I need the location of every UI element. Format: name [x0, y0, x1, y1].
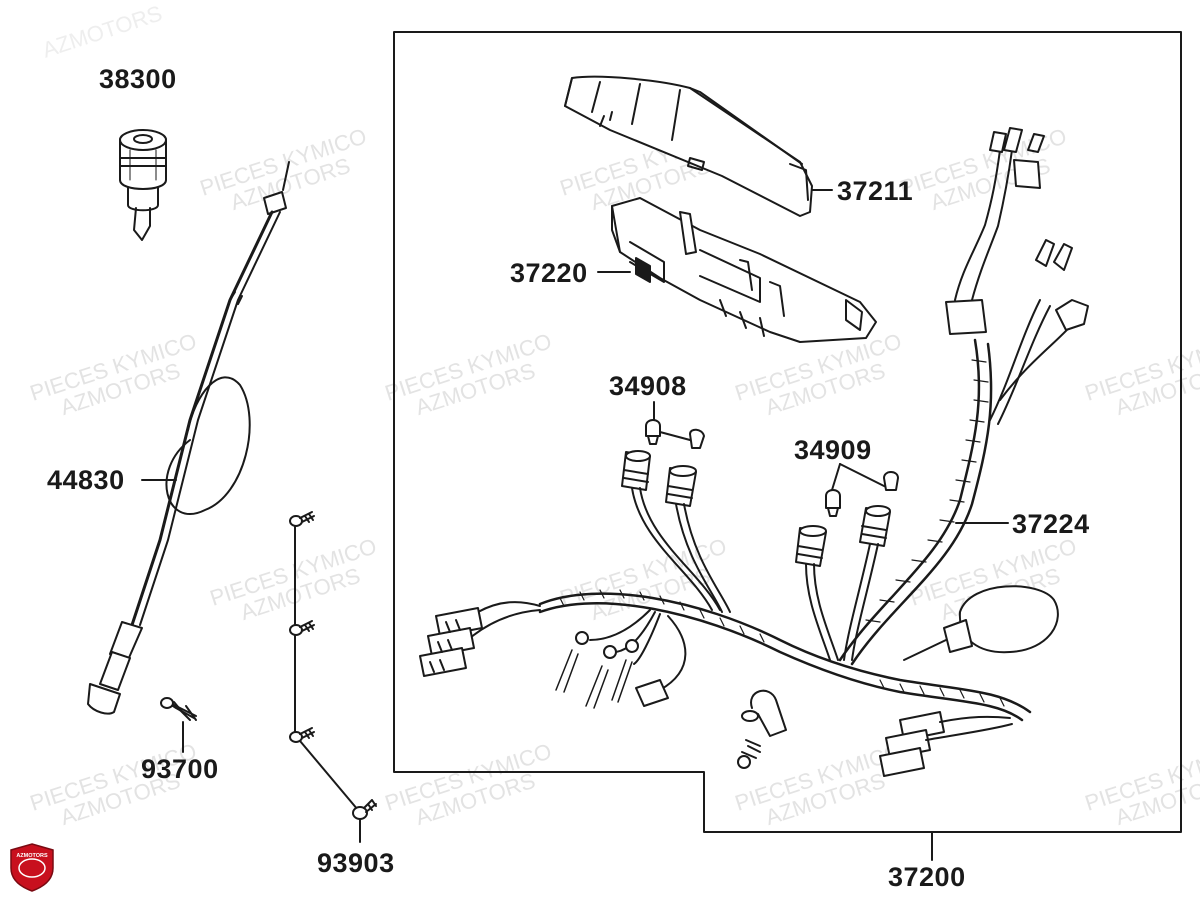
part-label-93700: 93700 [141, 754, 219, 784]
bulb-34908-drawing [645, 403, 705, 449]
part-label-93903: 93903 [317, 848, 395, 878]
part-label-34908: 34908 [609, 371, 687, 401]
meter-body-drawing [597, 197, 877, 343]
part-label-37211: 37211 [837, 176, 914, 206]
brand-logo: AZMOTORS [10, 843, 54, 892]
part-label-44830: 44830 [47, 465, 125, 495]
part-label-37224: 37224 [1012, 509, 1090, 539]
ignition-switch-drawing [119, 129, 167, 241]
assembly-boundary [393, 31, 1182, 833]
bulb-34909-drawing [825, 463, 899, 517]
part-label-37220: 37220 [510, 258, 588, 288]
wire-harness-drawing [419, 127, 1089, 777]
part-label-34909: 34909 [794, 435, 872, 465]
screw-93700-drawing [160, 697, 197, 753]
part-label-38300: 38300 [99, 64, 177, 94]
speedometer-cable-drawing [87, 161, 290, 715]
part-label-37200: 37200 [888, 862, 966, 892]
shield-icon [10, 843, 54, 892]
logo-text: AZMOTORS [16, 853, 48, 859]
screw-93903-drawing [289, 511, 377, 843]
meter-cover-drawing [564, 75, 833, 217]
